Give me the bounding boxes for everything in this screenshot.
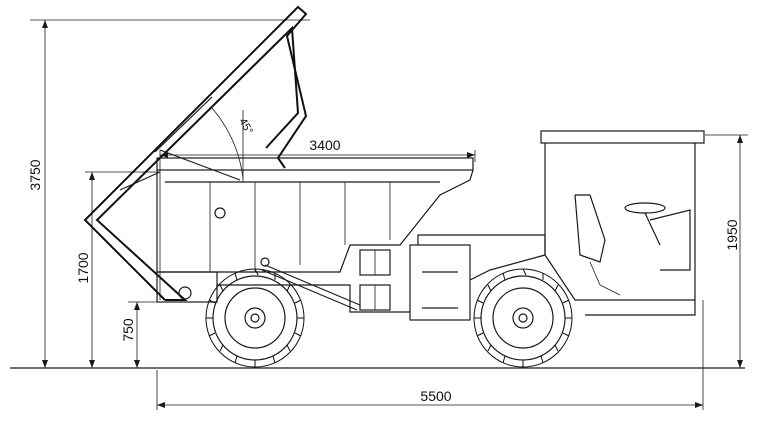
operator-cab [540, 130, 705, 316]
cab-height-label: 1950 [724, 219, 740, 250]
ground-clearance-label: 750 [120, 318, 136, 342]
dimension-labels: 3750 1700 750 3400 5500 1950 45° [27, 116, 740, 404]
front-wheel [473, 268, 573, 368]
chassis-frame [156, 234, 546, 321]
body-length-label: 3400 [309, 137, 340, 153]
body-height-label: 1700 [75, 252, 91, 283]
dump-body [156, 157, 474, 273]
raised-height-label: 3750 [27, 159, 43, 190]
tip-angle-label: 45° [236, 116, 255, 136]
rear-wheel [205, 268, 305, 368]
dimension-lines [30, 19, 748, 410]
overall-length-label: 5500 [420, 388, 451, 404]
raised-dump-body [83, 5, 308, 301]
